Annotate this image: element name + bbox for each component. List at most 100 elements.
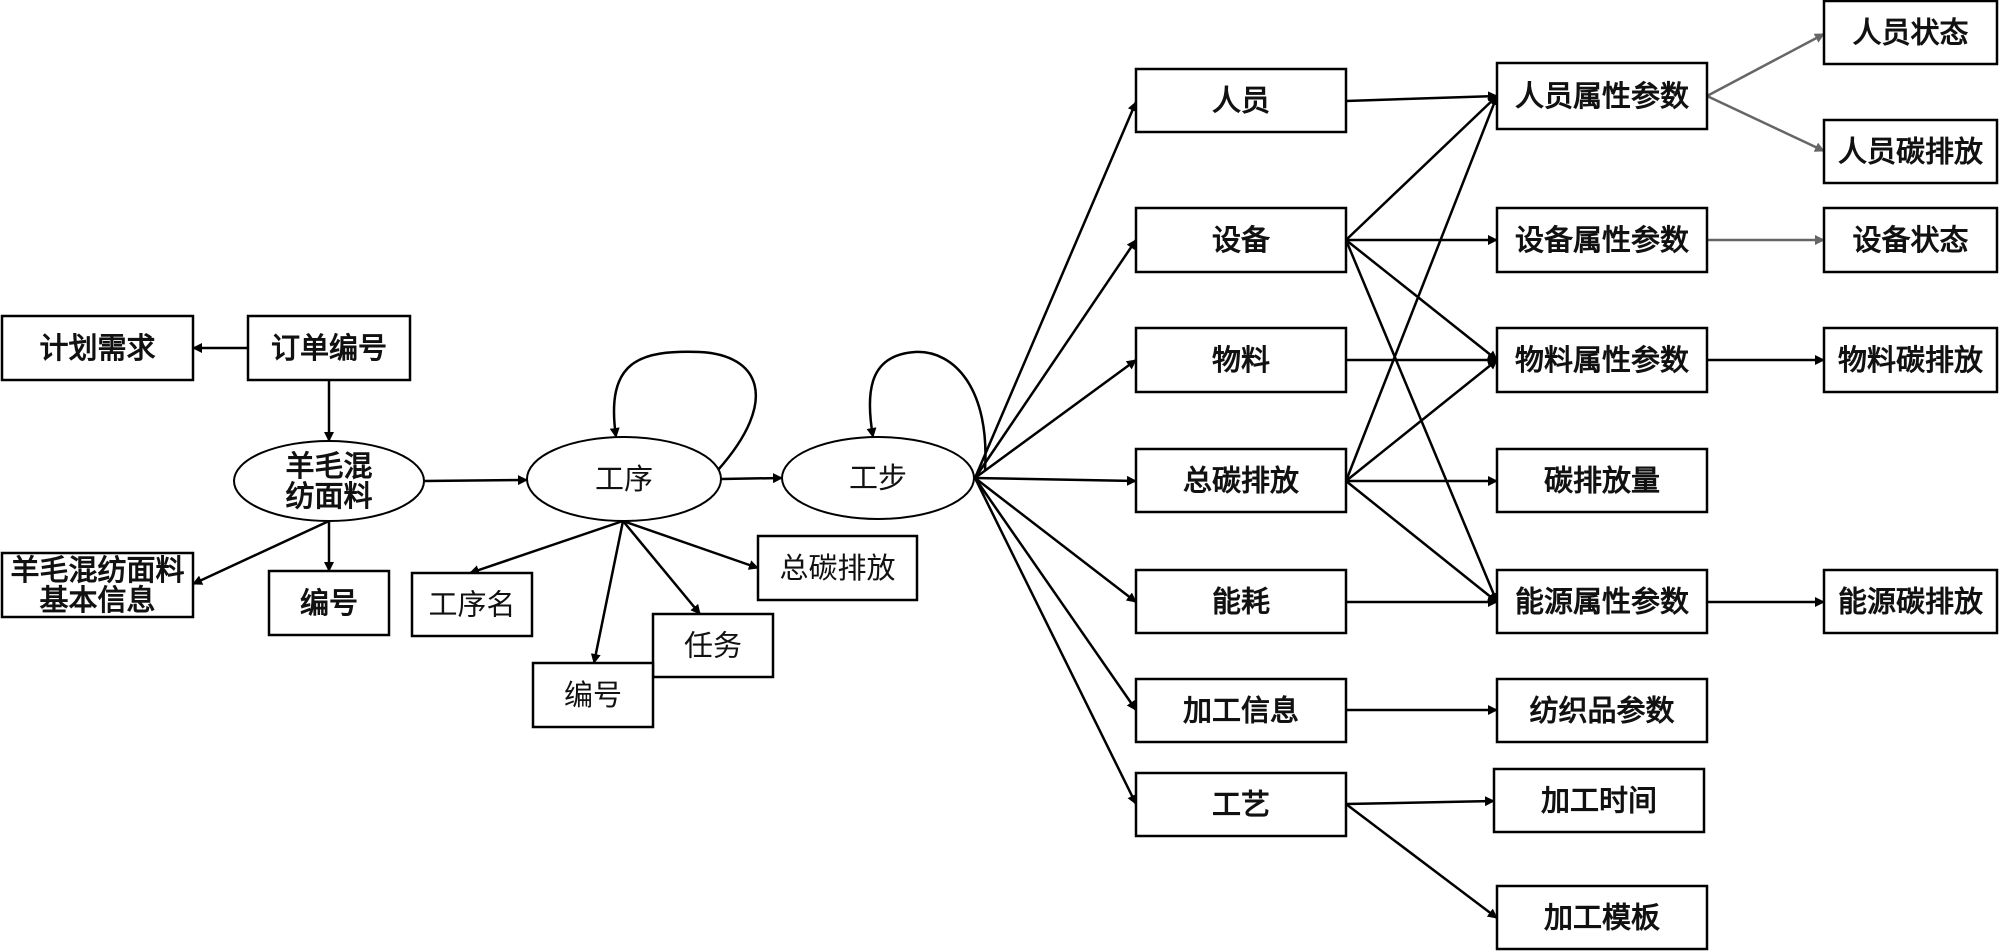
arrow-step-to-equipment — [973, 239, 1138, 479]
node-processing-template: 加工模板 — [1495, 884, 1709, 951]
arrow-equipment-to-personnel_attr — [1345, 95, 1498, 241]
rect-shape — [1134, 771, 1348, 838]
rect-shape — [1134, 326, 1348, 394]
node-equipment: 设备 — [1134, 206, 1348, 274]
node-plan: 计划需求 — [0, 314, 195, 382]
node-material-attr: 物料属性参数 — [1495, 326, 1709, 394]
arrow-craft-to-processing_time — [1345, 796, 1495, 807]
node-label: 加工模板 — [1544, 901, 1661, 935]
node-label: 物料碳排放 — [1838, 343, 1984, 377]
node-label: 羊毛混纺面料 — [10, 553, 184, 587]
node-label: 工步 — [849, 461, 907, 495]
node-label: 设备属性参数 — [1515, 223, 1690, 257]
arrow-step-to-personnel — [973, 101, 1138, 479]
node-label: 基本信息 — [39, 583, 155, 617]
node-label: 设备状态 — [1852, 223, 1968, 257]
node-label: 人员碳排放 — [1838, 135, 1984, 169]
node-equipment-attr: 设备属性参数 — [1495, 206, 1709, 274]
arrow-step-to-processing_info — [973, 477, 1138, 711]
node-label: 编号 — [300, 586, 358, 620]
node-equipment-state: 设备状态 — [1822, 206, 1999, 274]
node-label: 加工时间 — [1541, 784, 1657, 818]
arrow-process-to-process_id — [590, 520, 625, 664]
node-process-name: 工序名 — [410, 571, 534, 638]
node-label: 工序 — [595, 462, 653, 496]
rect-shape — [1822, 326, 1999, 394]
arrow-step-to-energy — [974, 477, 1137, 603]
node-personnel: 人员 — [1134, 67, 1348, 134]
node-label: 羊毛混 — [285, 449, 372, 483]
rect-shape — [267, 569, 391, 637]
rect-shape — [0, 314, 195, 382]
rect-shape — [1822, 0, 1999, 66]
node-label: 订单编号 — [271, 331, 387, 365]
rect-shape — [1822, 568, 1999, 635]
arrow-step_carbon-to-energy_attr — [1345, 480, 1498, 603]
node-personnel-state: 人员状态 — [1822, 0, 1999, 66]
node-fabric: 羊毛混纺面料 — [233, 440, 425, 522]
node-label: 能源属性参数 — [1515, 585, 1690, 619]
arrow-equipment-to-material_attr — [1345, 239, 1498, 361]
node-processing-time: 加工时间 — [1492, 767, 1706, 834]
node-label: 总碳排放 — [1183, 464, 1300, 498]
ellipse-shape — [781, 436, 975, 520]
arrow-fabric-to-process — [423, 475, 528, 486]
ellipse-shape — [233, 440, 425, 522]
node-craft: 工艺 — [1134, 771, 1348, 838]
rect-shape — [531, 661, 655, 729]
node-label: 计划需求 — [39, 331, 155, 365]
arrow-personnel_attr-to-personnel_state — [1706, 32, 1825, 98]
node-label: 能源碳排放 — [1838, 585, 1984, 619]
rect-shape — [410, 571, 534, 638]
self-loop-arrow-process — [609, 350, 757, 471]
rect-shape — [1495, 326, 1709, 394]
node-energy-carbon: 能源碳排放 — [1822, 568, 1999, 635]
rect-shape — [246, 314, 412, 382]
node-label: 物料 — [1212, 343, 1270, 377]
rect-shape — [1822, 206, 1999, 274]
node-label: 人员 — [1212, 84, 1270, 118]
node-energy: 能耗 — [1134, 568, 1348, 635]
arrow-personnel-to-personnel_attr — [1345, 91, 1498, 103]
node-material-carbon: 物料碳排放 — [1822, 326, 1999, 394]
node-label: 编号 — [564, 678, 622, 712]
arrow-process-to-process_carbon — [622, 519, 759, 570]
node-textile-param: 纺织品参数 — [1495, 677, 1709, 744]
node-label: 能耗 — [1212, 585, 1270, 619]
rect-shape — [1134, 677, 1348, 744]
node-label: 工序名 — [428, 588, 515, 622]
rect-shape — [1495, 884, 1709, 951]
node-label: 工艺 — [1212, 788, 1270, 822]
arrow-craft-to-processing_template — [1345, 803, 1498, 919]
rect-shape — [1134, 206, 1348, 274]
rect-shape — [1495, 677, 1709, 744]
node-label: 总碳排放 — [779, 551, 895, 585]
arrow-step-to-material — [974, 358, 1137, 480]
rect-shape — [1134, 568, 1348, 635]
node-label: 物料属性参数 — [1515, 343, 1690, 377]
ellipse-shape — [526, 436, 722, 522]
node-step-carbon: 总碳排放 — [1134, 447, 1348, 514]
node-carbon-amount: 碳排放量 — [1495, 447, 1709, 514]
arrow-process-to-step — [720, 473, 783, 484]
rect-shape — [756, 534, 919, 602]
node-process: 工序 — [526, 436, 722, 522]
node-label: 纺织品参数 — [1529, 694, 1675, 728]
node-process-id: 编号 — [531, 661, 655, 729]
rect-shape — [1495, 206, 1709, 274]
node-material: 物料 — [1134, 326, 1348, 394]
node-personnel-carbon: 人员碳排放 — [1822, 118, 1999, 185]
node-label: 设备 — [1212, 223, 1271, 257]
node-task: 任务 — [651, 612, 775, 679]
node-order: 订单编号 — [246, 314, 412, 382]
node-processing-info: 加工信息 — [1134, 677, 1348, 744]
arrow-step-to-step_carbon — [974, 475, 1137, 486]
node-label: 人员属性参数 — [1515, 79, 1690, 113]
arrow-personnel_attr-to-personnel_carbon — [1706, 94, 1825, 153]
node-fabric-id: 编号 — [267, 569, 391, 637]
arrow-process-to-task — [622, 520, 701, 615]
rect-shape — [1822, 118, 1999, 185]
self-loop-arrow-step — [866, 350, 987, 471]
node-label: 纺面料 — [285, 479, 372, 513]
